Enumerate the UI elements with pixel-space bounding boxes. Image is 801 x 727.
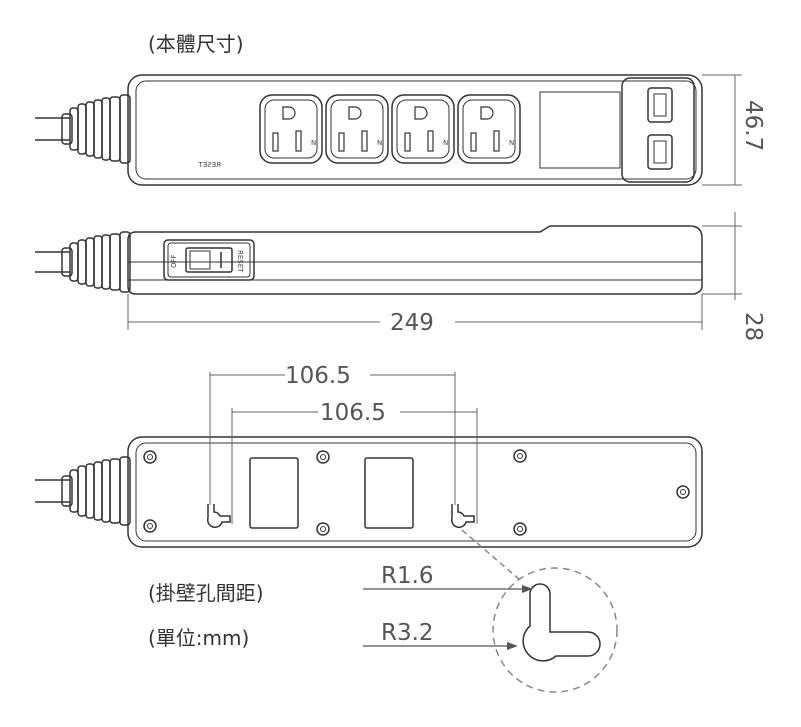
radius-small-label: R1.6 — [381, 563, 434, 589]
outlet-4-neutral-mark: N — [509, 139, 514, 147]
thickness-dimension-label: 28 — [740, 312, 766, 341]
height-dimension — [702, 74, 742, 186]
outlet-4 — [457, 94, 521, 164]
label-window-1 — [249, 457, 299, 529]
strip-body-side — [127, 225, 703, 295]
keyhole-detail-shape — [522, 583, 601, 662]
hanging-hole-spacing-caption: (掛壁孔間距) — [148, 581, 264, 605]
power-switch-housing — [163, 239, 255, 281]
strip-body-top — [127, 74, 703, 186]
hole-spacing-outer-label: 106.5 — [285, 363, 351, 389]
outlet-2-neutral-mark: N — [377, 139, 382, 147]
body-dimensions-caption: (本體尺寸) — [148, 32, 244, 56]
power-cord-side — [35, 231, 131, 293]
power-cord-bottom — [35, 456, 131, 526]
outlet-2 — [325, 94, 389, 164]
outlet-3 — [391, 94, 455, 164]
side-view — [35, 225, 703, 295]
radius-large-leader — [363, 642, 518, 650]
radius-small-leader — [363, 585, 533, 593]
height-dimension-label: 46.7 — [740, 100, 766, 151]
rocker-switch — [185, 247, 233, 273]
switch-off-label: OFF — [170, 254, 178, 268]
bottom-view — [35, 436, 703, 548]
screw — [143, 519, 157, 533]
screw — [676, 485, 690, 499]
hole-spacing-outer-dimension — [209, 372, 456, 505]
keyhole-hole-left — [206, 504, 231, 528]
length-dimension — [127, 294, 703, 330]
screw — [513, 522, 527, 536]
screw — [316, 522, 330, 536]
unit-caption: (單位:mm) — [148, 626, 250, 650]
usb-port-1 — [647, 87, 673, 123]
outlet-1 — [259, 94, 323, 164]
top-view — [35, 74, 703, 186]
screw — [143, 450, 157, 464]
usb-module — [621, 77, 695, 183]
screw — [513, 449, 527, 463]
outlet-1-neutral-mark: N — [311, 139, 316, 147]
hole-spacing-inner-label: 106.5 — [320, 400, 386, 426]
keyhole-hole-right — [450, 504, 475, 528]
screw — [316, 450, 330, 464]
radius-large-label: R3.2 — [381, 620, 434, 646]
length-dimension-label: 249 — [390, 310, 434, 336]
strip-body-bottom — [127, 436, 703, 548]
usb-port-2 — [647, 134, 673, 170]
hole-spacing-inner-dimension — [231, 408, 478, 524]
thickness-dimension — [702, 212, 742, 300]
label-window-2 — [364, 457, 414, 529]
reset-mark-top: RESET — [198, 161, 221, 169]
switch-reset-label: RESET — [236, 250, 244, 273]
outlet-3-neutral-mark: N — [443, 139, 448, 147]
detail-leader-line — [461, 529, 521, 581]
keyhole-detail-circle — [492, 567, 618, 693]
power-cord-top — [35, 94, 131, 164]
